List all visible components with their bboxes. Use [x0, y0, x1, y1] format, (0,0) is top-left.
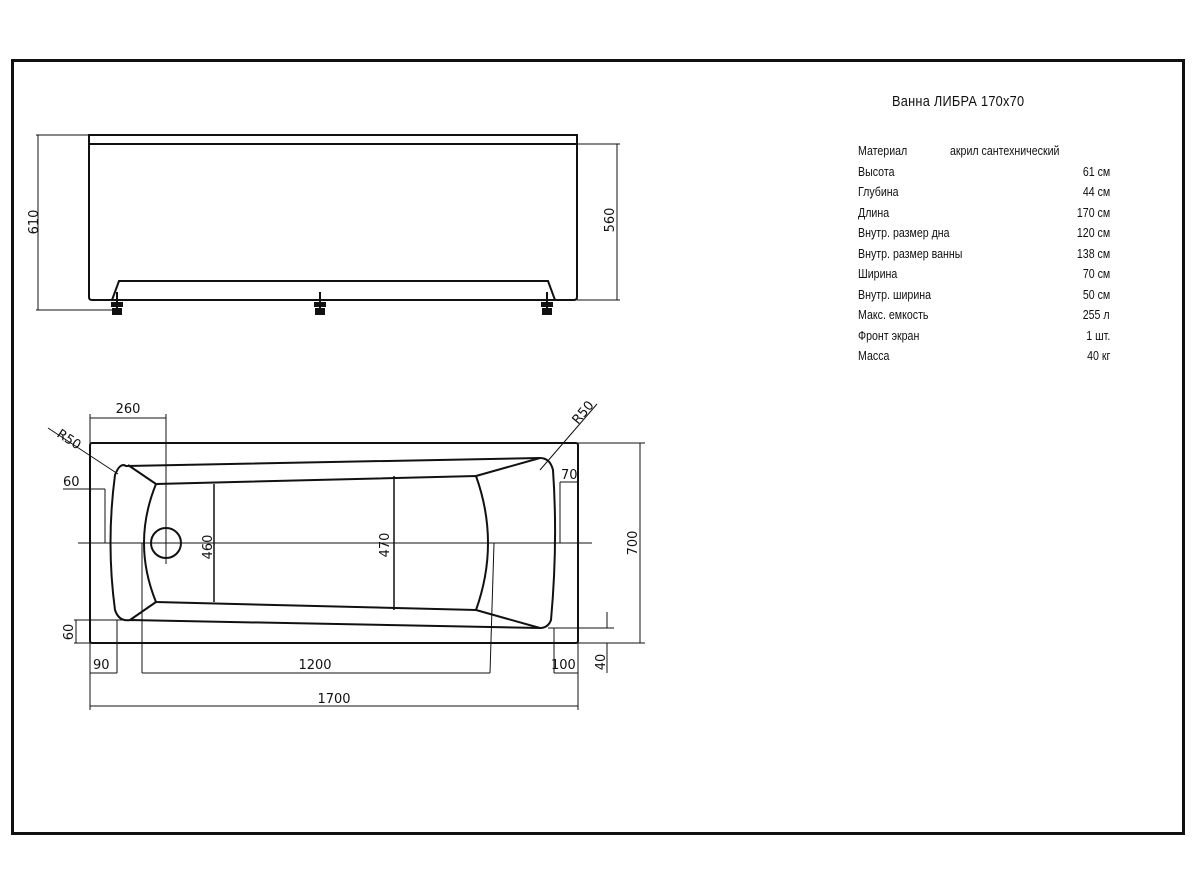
- spec-value: 61 см: [1082, 165, 1110, 179]
- dimension-40-label: 40: [594, 654, 609, 671]
- spec-value: 255 л: [1083, 308, 1110, 322]
- radius-left-label: R50: [54, 427, 84, 454]
- spec-value: 44 см: [1082, 185, 1110, 199]
- spec-row: Внутр. размер ванны 138 см: [858, 247, 1110, 265]
- side-view: 610 560: [27, 134, 620, 315]
- spec-value: 1 шт.: [1085, 329, 1110, 343]
- leg-foot-left: [111, 292, 123, 315]
- spec-value: 170 см: [1076, 206, 1110, 220]
- bowl-outline: [109, 456, 557, 630]
- dimension-60-top-label: 60: [63, 475, 80, 490]
- spec-row: Внутр. ширина 50 см: [858, 288, 1110, 306]
- spec-row: Фронт экран 1 шт.: [858, 329, 1110, 347]
- spec-label: Внутр. ширина: [858, 288, 932, 302]
- dimension-1700-label: 1700: [317, 692, 350, 707]
- spec-value: 70 см: [1082, 267, 1110, 281]
- spec-label: Внутр. размер ванны: [858, 247, 963, 261]
- drawing-title: Ванна ЛИБРА 170x70: [892, 93, 1025, 110]
- spec-label: Материал: [858, 144, 908, 158]
- spec-label: Внутр. размер дна: [858, 226, 950, 240]
- spec-row: Макс. емкость 255 л: [858, 308, 1110, 326]
- dimension-610: [36, 134, 112, 311]
- spec-row: Ширина 70 см: [858, 267, 1110, 285]
- dimension-60-bottom-label: 60: [62, 624, 77, 641]
- leg-foot-right: [541, 292, 553, 315]
- dimension-460-label: 460: [201, 535, 216, 560]
- bath-side-outline: [88, 134, 578, 301]
- spec-label: Высота: [858, 165, 895, 179]
- dimension-610-label: 610: [27, 210, 42, 235]
- spec-value: 138 см: [1076, 247, 1110, 261]
- dimension-470-label: 470: [378, 533, 393, 558]
- spec-value: 120 см: [1076, 226, 1110, 240]
- drawing-frame: [11, 59, 1185, 835]
- dimension-1200-label: 1200: [298, 658, 331, 673]
- plan-view: 260 R50 R50 60 70 460 470 700 60 90 1200…: [47, 398, 645, 710]
- spec-label: Фронт экран: [858, 329, 920, 343]
- dimension-560: [577, 143, 620, 301]
- spec-row: Материал акрил сантехнический: [858, 144, 1110, 162]
- dimension-700-label: 700: [626, 531, 641, 556]
- spec-row: Высота 61 см: [858, 165, 1110, 183]
- spec-value: акрил сантехнический: [950, 144, 1060, 158]
- spec-row: Внутр. размер дна 120 см: [858, 226, 1110, 244]
- dimension-100-label: 100: [551, 658, 576, 673]
- dimension-70-label: 70: [561, 468, 578, 483]
- spec-label: Масса: [858, 349, 890, 363]
- spec-value: 40 кг: [1086, 349, 1110, 363]
- spec-row: Масса 40 кг: [858, 349, 1110, 367]
- leg-foot-center: [314, 292, 326, 315]
- spec-label: Глубина: [858, 185, 899, 199]
- spec-row: Глубина 44 см: [858, 185, 1110, 203]
- dimension-560-label: 560: [603, 208, 618, 233]
- dimension-260-label: 260: [116, 402, 141, 417]
- dimension-lines: [47, 403, 645, 710]
- radius-right-label: R50: [570, 398, 598, 427]
- spec-row: Длина 170 см: [858, 206, 1110, 224]
- spec-label: Макс. емкость: [858, 308, 929, 322]
- bowl-slope-lines: [127, 457, 541, 629]
- spec-value: 50 см: [1082, 288, 1110, 302]
- spec-label: Длина: [858, 206, 890, 220]
- dimension-90-label: 90: [93, 658, 110, 673]
- base-trapezoid: [111, 280, 556, 301]
- spec-label: Ширина: [858, 267, 898, 281]
